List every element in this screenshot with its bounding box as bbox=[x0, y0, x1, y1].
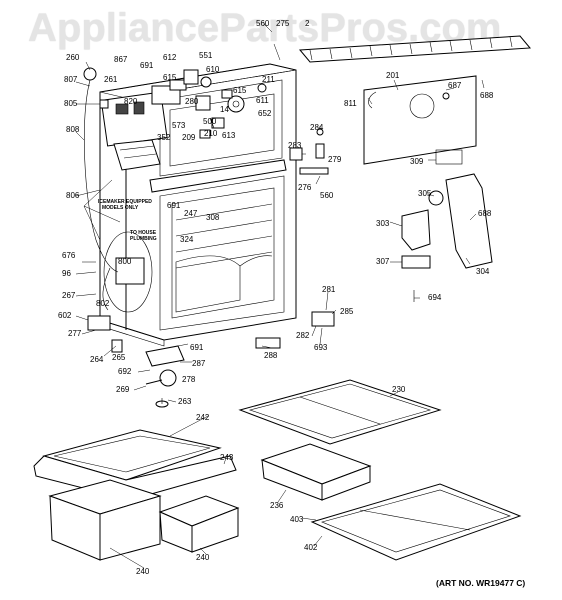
callout-305: 305 bbox=[418, 189, 432, 198]
callout-560b: 560 bbox=[320, 191, 334, 200]
callout-2x2: 2 bbox=[305, 19, 310, 28]
callout-691c: 691 bbox=[190, 343, 204, 352]
callout-96: 96 bbox=[62, 269, 71, 278]
callout-805: 805 bbox=[64, 99, 78, 108]
callout-280: 280 bbox=[185, 97, 199, 106]
callout-694: 694 bbox=[428, 293, 442, 302]
callout-201: 201 bbox=[386, 71, 400, 80]
drawers-240 bbox=[48, 479, 240, 561]
callout-210: 210 bbox=[204, 129, 218, 138]
callout-811: 811 bbox=[344, 99, 357, 108]
right-side-parts bbox=[401, 173, 493, 302]
callout-278: 278 bbox=[182, 375, 196, 384]
callout-265: 265 bbox=[112, 353, 126, 362]
callout-285: 285 bbox=[340, 307, 354, 316]
callout-615a: 615 bbox=[163, 73, 177, 82]
callout-243: 243 bbox=[220, 453, 234, 462]
callout-267: 267 bbox=[62, 291, 76, 300]
callout-500: 500 bbox=[203, 117, 217, 126]
leader-lines bbox=[75, 23, 485, 569]
callout-403: 403 bbox=[290, 515, 304, 524]
callout-692: 692 bbox=[118, 367, 132, 376]
rear-grille bbox=[298, 35, 532, 63]
callout-282: 282 bbox=[296, 331, 310, 340]
icemaker-note-line2: MODELS ONLY bbox=[102, 205, 139, 211]
callout-687: 687 bbox=[448, 81, 462, 90]
callout-303: 303 bbox=[376, 219, 390, 228]
control-parts bbox=[169, 69, 267, 139]
callout-242: 242 bbox=[196, 413, 210, 422]
callout-283: 283 bbox=[288, 141, 302, 150]
callout-287: 287 bbox=[192, 359, 206, 368]
callout-352: 352 bbox=[157, 133, 171, 142]
art-number: (ART NO. WR19477 C) bbox=[436, 578, 526, 588]
callout-820: 820 bbox=[124, 97, 138, 106]
callout-264: 264 bbox=[90, 355, 104, 364]
callout-288: 288 bbox=[264, 351, 278, 360]
callout-602: 602 bbox=[58, 311, 72, 320]
callout-693: 693 bbox=[314, 343, 328, 352]
callout-labels: 560 275 2 260 867 612 691 551 615 610 211 807 261 615… bbox=[58, 19, 494, 576]
callout-263: 263 bbox=[178, 397, 192, 406]
drawer-cover-242-243 bbox=[33, 429, 237, 501]
icemaker-note-line1: ICEMAKER EQUIPPED bbox=[98, 199, 152, 205]
hinge-parts bbox=[255, 128, 335, 349]
callout-324: 324 bbox=[180, 235, 194, 244]
callout-307: 307 bbox=[376, 257, 390, 266]
callout-652: 652 bbox=[258, 109, 272, 118]
callout-691b: 691 bbox=[167, 201, 181, 210]
callout-610: 610 bbox=[206, 65, 220, 74]
callout-613: 613 bbox=[222, 131, 236, 140]
callout-802: 802 bbox=[96, 299, 110, 308]
callout-275: 275 bbox=[276, 19, 290, 28]
callout-276: 276 bbox=[298, 183, 312, 192]
crisper-drawer-236 bbox=[260, 443, 372, 501]
callout-284: 284 bbox=[310, 123, 324, 132]
callout-551: 551 bbox=[199, 51, 213, 60]
callout-867: 867 bbox=[114, 55, 128, 64]
shelf-frame-402-403 bbox=[310, 483, 522, 561]
house-note-line1: TO HOUSE bbox=[130, 230, 157, 236]
callout-611: 611 bbox=[256, 96, 269, 105]
callout-261: 261 bbox=[104, 75, 118, 84]
callout-806: 806 bbox=[66, 191, 80, 200]
callout-236: 236 bbox=[270, 501, 284, 510]
callout-240b: 240 bbox=[196, 553, 210, 562]
callout-304: 304 bbox=[476, 267, 490, 276]
callout-269: 269 bbox=[116, 385, 130, 394]
callout-612: 612 bbox=[163, 53, 177, 62]
callout-209: 209 bbox=[182, 133, 196, 142]
callout-807: 807 bbox=[64, 75, 78, 84]
front-parts bbox=[87, 315, 185, 408]
callout-308: 308 bbox=[206, 213, 220, 222]
callout-800: 800 bbox=[118, 257, 132, 266]
callout-688b: 688 bbox=[478, 209, 492, 218]
callout-247: 247 bbox=[184, 209, 198, 218]
callout-230: 230 bbox=[392, 385, 406, 394]
callout-309: 309 bbox=[410, 157, 424, 166]
callout-402: 402 bbox=[304, 543, 318, 552]
glass-shelf-230 bbox=[238, 379, 442, 445]
callout-691a: 691 bbox=[140, 61, 154, 70]
callout-277: 277 bbox=[68, 329, 82, 338]
callout-808: 808 bbox=[66, 125, 80, 134]
callout-240a: 240 bbox=[136, 567, 150, 576]
callout-573: 573 bbox=[172, 121, 186, 130]
callout-279: 279 bbox=[328, 155, 342, 164]
callout-14: 14 bbox=[220, 105, 229, 114]
house-note-line2: PLUMBING bbox=[130, 236, 157, 242]
callout-560a: 560 bbox=[256, 19, 270, 28]
callout-676: 676 bbox=[62, 251, 76, 260]
icemaker-assembly bbox=[83, 67, 181, 313]
callout-211: 211 bbox=[262, 75, 275, 84]
callout-281: 281 bbox=[322, 285, 336, 294]
callout-688a: 688 bbox=[480, 91, 494, 100]
callout-615b: 615 bbox=[233, 86, 247, 95]
callout-260: 260 bbox=[66, 53, 80, 62]
rear-panel bbox=[363, 75, 477, 165]
